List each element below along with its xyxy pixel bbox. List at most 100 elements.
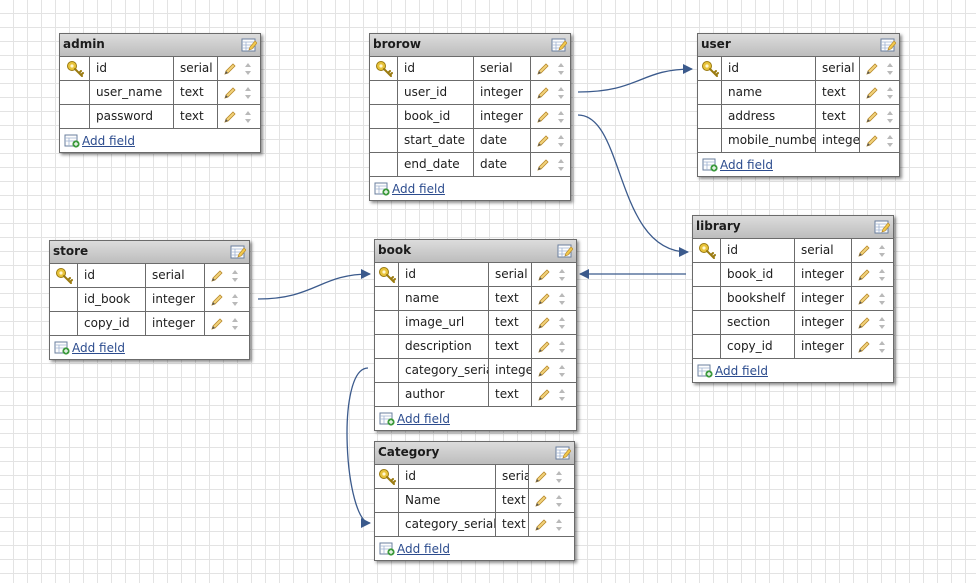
pencil-icon[interactable] [864, 133, 880, 149]
pencil-icon[interactable] [535, 61, 551, 77]
pencil-icon[interactable] [856, 291, 872, 307]
add-field-icon[interactable] [379, 542, 395, 556]
up-down-arrows-icon[interactable] [878, 268, 886, 282]
field-actions [218, 105, 260, 128]
pencil-icon[interactable] [856, 339, 872, 355]
up-down-arrows-icon[interactable] [878, 244, 886, 258]
pencil-icon[interactable] [864, 61, 880, 77]
up-down-arrows-icon[interactable] [558, 364, 566, 378]
field-type: serial [795, 239, 852, 262]
pencil-icon[interactable] [533, 517, 549, 533]
pencil-icon[interactable] [536, 291, 552, 307]
pencil-icon[interactable] [222, 85, 238, 101]
up-down-arrows-icon[interactable] [231, 293, 239, 307]
up-down-arrows-icon[interactable] [886, 110, 894, 124]
pencil-icon[interactable] [536, 363, 552, 379]
key-cell [370, 153, 398, 176]
field-type: serial [174, 57, 218, 80]
edit-table-icon[interactable] [557, 243, 574, 259]
up-down-arrows-icon[interactable] [244, 86, 252, 100]
pencil-icon[interactable] [535, 109, 551, 125]
up-down-arrows-icon[interactable] [244, 110, 252, 124]
up-down-arrows-icon[interactable] [558, 268, 566, 282]
up-down-arrows-icon[interactable] [557, 86, 565, 100]
up-down-arrows-icon[interactable] [878, 292, 886, 306]
up-down-arrows-icon[interactable] [558, 292, 566, 306]
edit-table-icon[interactable] [551, 37, 568, 53]
field-actions [531, 105, 570, 128]
edit-table-icon[interactable] [874, 219, 891, 235]
up-down-arrows-icon[interactable] [555, 518, 563, 532]
add-field-link[interactable]: Add field [397, 411, 450, 426]
pencil-icon[interactable] [536, 387, 552, 403]
pencil-icon[interactable] [535, 157, 551, 173]
pencil-icon[interactable] [856, 315, 872, 331]
edit-table-icon[interactable] [241, 37, 258, 53]
up-down-arrows-icon[interactable] [886, 134, 894, 148]
edit-table-icon[interactable] [230, 244, 247, 260]
edit-table-icon[interactable] [241, 37, 258, 53]
edit-table-icon[interactable] [555, 445, 572, 461]
add-field-icon[interactable] [374, 182, 390, 196]
edit-table-icon[interactable] [230, 244, 247, 260]
up-down-arrows-icon[interactable] [886, 62, 894, 76]
pencil-icon[interactable] [535, 85, 551, 101]
pencil-icon[interactable] [536, 267, 552, 283]
pencil-icon[interactable] [864, 85, 880, 101]
pencil-icon[interactable] [856, 267, 872, 283]
up-down-arrows-icon[interactable] [558, 340, 566, 354]
pencil-icon[interactable] [209, 268, 225, 284]
pencil-icon[interactable] [209, 292, 225, 308]
key-cell [375, 287, 399, 310]
pencil-icon[interactable] [864, 109, 880, 125]
edit-table-icon[interactable] [874, 219, 891, 235]
pencil-icon[interactable] [533, 493, 549, 509]
pencil-icon[interactable] [536, 339, 552, 355]
up-down-arrows-icon[interactable] [555, 470, 563, 484]
up-down-arrows-icon[interactable] [244, 62, 252, 76]
pencil-icon[interactable] [533, 469, 549, 485]
up-down-arrows-icon[interactable] [878, 340, 886, 354]
add-field-icon[interactable] [64, 134, 80, 148]
pencil-icon[interactable] [222, 61, 238, 77]
up-down-arrows-icon[interactable] [557, 110, 565, 124]
add-field-link[interactable]: Add field [82, 133, 135, 148]
up-down-arrows-icon[interactable] [231, 269, 239, 283]
up-down-arrows-icon[interactable] [886, 86, 894, 100]
add-field-link[interactable]: Add field [397, 541, 450, 556]
add-field-link[interactable]: Add field [392, 181, 445, 196]
edit-table-icon[interactable] [880, 37, 897, 53]
field-actions [860, 81, 899, 104]
key-cell [375, 311, 399, 334]
field-actions [532, 263, 576, 286]
field-actions [205, 312, 249, 335]
add-field-icon[interactable] [54, 341, 70, 355]
up-down-arrows-icon[interactable] [558, 316, 566, 330]
up-down-arrows-icon[interactable] [878, 316, 886, 330]
up-down-arrows-icon[interactable] [557, 134, 565, 148]
add-field-icon[interactable] [702, 158, 718, 172]
add-field-icon[interactable] [379, 412, 395, 426]
add-field-link[interactable]: Add field [72, 340, 125, 355]
up-down-arrows-icon[interactable] [231, 317, 239, 331]
pencil-icon[interactable] [536, 315, 552, 331]
up-down-arrows-icon[interactable] [557, 62, 565, 76]
pencil-icon[interactable] [856, 243, 872, 259]
pencil-icon[interactable] [222, 109, 238, 125]
up-down-arrows-icon[interactable] [557, 158, 565, 172]
field-type: text [489, 287, 532, 310]
edit-table-icon[interactable] [555, 445, 572, 461]
edit-table-icon[interactable] [551, 37, 568, 53]
add-field-link[interactable]: Add field [720, 157, 773, 172]
add-field-link[interactable]: Add field [715, 363, 768, 378]
up-down-arrows-icon[interactable] [555, 494, 563, 508]
up-down-arrows-icon[interactable] [558, 388, 566, 402]
pencil-icon[interactable] [535, 133, 551, 149]
edit-table-icon[interactable] [880, 37, 897, 53]
pencil-icon[interactable] [209, 316, 225, 332]
add-field-icon[interactable] [697, 364, 713, 378]
edit-table-icon[interactable] [557, 243, 574, 259]
